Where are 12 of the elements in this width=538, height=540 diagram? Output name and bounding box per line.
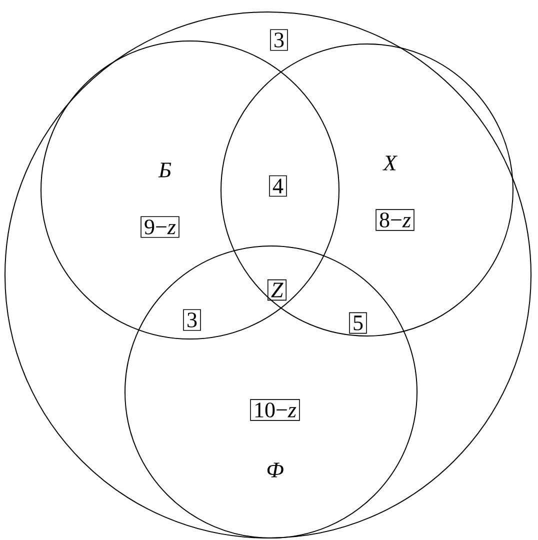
number-box: 4 — [269, 175, 287, 197]
set-letter: Б — [158, 162, 172, 178]
number-box: Z — [268, 279, 287, 301]
number-box: 3 — [270, 29, 288, 51]
set-circle — [4, 12, 532, 538]
set-letter: Х — [382, 156, 398, 170]
number-box: 8−z — [376, 209, 414, 231]
set-letter: Ф — [267, 462, 284, 478]
number-box: 10−z — [250, 399, 300, 421]
number-box: 3 — [183, 309, 201, 331]
number-box: 5 — [349, 312, 367, 334]
number-box: 9−z — [140, 216, 180, 238]
